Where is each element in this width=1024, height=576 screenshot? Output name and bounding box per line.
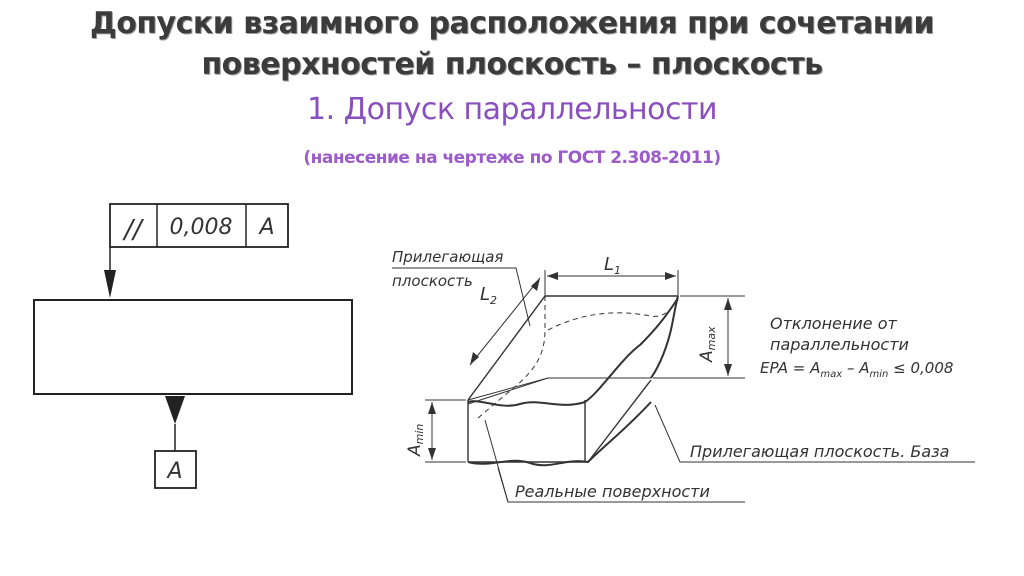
adjacent-plane-front (467, 377, 549, 401)
title-line-1: Допуски взаимного расположения при сочет… (90, 6, 934, 41)
Amax-arrow-top (724, 298, 732, 310)
section-heading: 1. Допуск параллельности (307, 92, 718, 127)
adjacent-plane-leader (392, 267, 531, 327)
part-outline (33, 299, 353, 395)
adjacent-plane-top-edge (467, 295, 678, 401)
hidden-line-2 (547, 299, 679, 331)
tolerance-frame (109, 203, 289, 248)
datum-box-letter: A (165, 459, 182, 484)
block-bottom-right-edge (587, 379, 652, 463)
real-surface-back (467, 377, 651, 405)
real-surfaces-leader-2 (497, 467, 509, 503)
Amin-label: Amin (405, 424, 426, 457)
leader-arrowhead (104, 270, 116, 298)
deviation-label-2: параллельности (770, 335, 909, 354)
real-surface-top (467, 297, 679, 407)
L2-dimension-line (469, 277, 541, 366)
real-surface-bottom (467, 401, 652, 467)
Amax-label: Amax (697, 326, 718, 363)
frame-tolerance-value: 0,008 (170, 215, 233, 240)
adjacent-plane-label-1: Прилегающая (392, 248, 503, 266)
real-surface-right (650, 295, 679, 379)
hidden-line-1 (477, 296, 546, 419)
deviation-label-1: Отклонение от (770, 314, 897, 333)
L1-arrow-right (665, 272, 676, 280)
L1-label: L1 (604, 254, 621, 277)
epa-formula: EPA = Amax – Amin ≤ 0,008 (760, 359, 953, 380)
L1-arrow-left (547, 272, 558, 280)
subtitle-gost: (нанесение на чертеже по ГОСТ 2.308-2011… (303, 148, 721, 168)
L2-arrow-bottom (470, 352, 479, 365)
real-surfaces-label: Реальные поверхности (515, 482, 710, 501)
right-drawing (392, 267, 975, 503)
L2-label: L2 (480, 284, 497, 307)
base-leader (654, 404, 975, 463)
L2-arrow-top (531, 278, 540, 291)
datum-triangle (165, 396, 185, 424)
base-label: Прилегающая плоскость. База (690, 442, 949, 461)
right-drawing-labels: Прилегающая плоскость L1 L2 Amax Amin От… (392, 248, 953, 501)
frame-datum-letter: A (257, 215, 274, 240)
datum-box (154, 450, 197, 489)
Amin-arrow-top (428, 402, 436, 414)
title-line-2: поверхностей плоскость – плоскость (201, 47, 823, 82)
Amax-arrow-bottom (724, 364, 732, 376)
left-drawing: // 0,008 A A (33, 203, 353, 489)
Amin-arrow-bottom (428, 448, 436, 460)
parallelism-symbol: // (122, 215, 145, 245)
adjacent-plane-label-2: плоскость (392, 272, 473, 290)
